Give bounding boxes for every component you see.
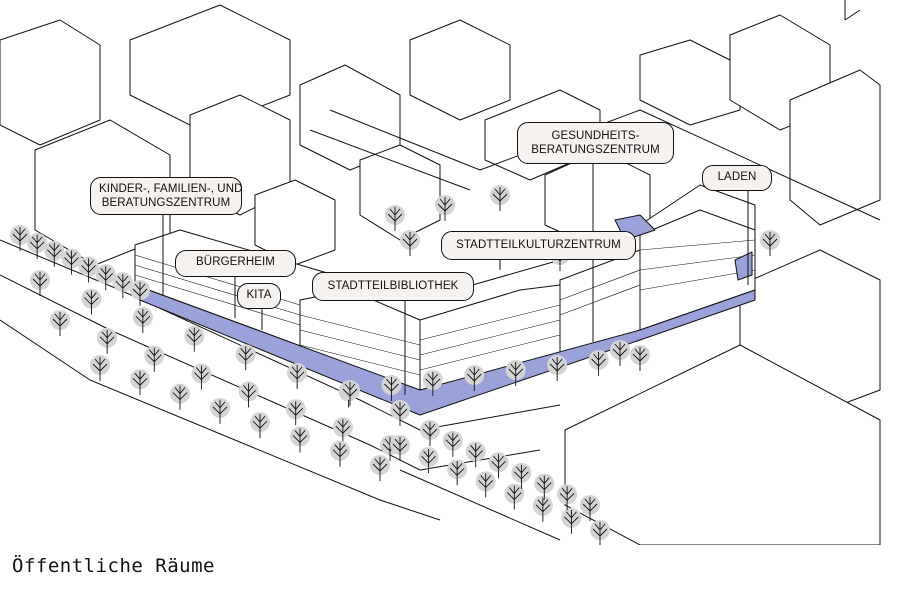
label-kita: KITA (237, 283, 281, 309)
tree-icon (547, 355, 568, 381)
label-kinder-familien-beratungszentrum: KINDER-, FAMILIEN-, UND BERATUNGSZENTRUM (90, 177, 242, 215)
tree-icon (44, 240, 65, 267)
tree-icon (97, 327, 118, 354)
tree-icon (610, 340, 630, 366)
tree-icon (210, 397, 230, 424)
tree-icon (760, 230, 780, 256)
tree-icon (630, 345, 650, 371)
label-buergerheim: BÜRGERHEIM (175, 250, 296, 277)
tree-icon (191, 363, 212, 390)
tree-icon (557, 484, 578, 511)
tree-icon (130, 369, 150, 396)
tree-icon (332, 417, 353, 444)
tree-icon (132, 307, 153, 334)
label-line: BERATUNGSZENTRUM (101, 197, 231, 209)
tree-icon (61, 248, 82, 275)
main-building-block (134, 184, 756, 391)
tree-icon (238, 381, 259, 408)
tree-icon (588, 350, 609, 376)
tree-icon (78, 256, 99, 283)
tree-icon (27, 232, 48, 259)
tree-icon (532, 495, 553, 522)
tree-icon (170, 383, 190, 410)
tree-icon (30, 270, 50, 296)
tree-icon (390, 400, 410, 426)
tree-icon (490, 185, 510, 211)
tree-icon (330, 440, 350, 467)
tree-icon (385, 205, 405, 231)
tree-icon (590, 520, 610, 545)
label-stadtteilkulturzentrum: STADTTEILKULTURZENTRUM (441, 231, 636, 260)
tree-icon (504, 483, 525, 510)
tree-icon (418, 447, 439, 474)
tree-icon (381, 375, 402, 401)
tree-icon (10, 225, 30, 251)
tree-icon (505, 360, 526, 386)
label-gesundheitsberatungszentrum: GESUNDHEITS- BERATUNGSZENTRUM (517, 122, 674, 164)
tree-icon (130, 280, 150, 306)
tree-icon (235, 344, 256, 371)
tree-icon (90, 355, 110, 381)
tree-icon (561, 507, 582, 534)
tree-icon (250, 412, 270, 439)
tree-icon (340, 380, 360, 406)
tree-icon (95, 264, 116, 291)
tree-icon (580, 495, 600, 521)
tree-icon (422, 370, 443, 396)
caption: Öffentliche Räume (12, 555, 215, 577)
tree-icon (534, 473, 555, 500)
tree-icon (442, 430, 463, 457)
tree-icon (290, 426, 310, 453)
label-line: KINDER-, FAMILIEN-, UND (99, 183, 243, 195)
tree-icon (370, 455, 390, 481)
trees (10, 185, 780, 545)
label-line: BERATUNGSZENTRUM (531, 144, 660, 156)
tree-icon (435, 195, 455, 221)
tree-icon (112, 272, 133, 299)
tree-icon (50, 310, 70, 336)
tree-icon (488, 452, 509, 479)
tree-icon (287, 362, 308, 389)
tree-icon (285, 399, 306, 426)
tree-icon (144, 345, 165, 372)
tree-icon (464, 365, 485, 391)
tree-icon (420, 420, 440, 446)
label-laden: LADEN (702, 165, 772, 191)
label-stadtteilbibliothek: STADTTEILBIBLIOTHEK (312, 272, 474, 301)
tree-icon (400, 230, 420, 256)
tree-icon (511, 462, 532, 489)
tree-icon (390, 435, 410, 461)
tree-icon (184, 325, 205, 352)
tree-icon (465, 441, 486, 468)
label-line: GESUNDHEITS- (551, 130, 640, 142)
tree-icon (475, 471, 496, 498)
tree-icon (447, 459, 468, 486)
tree-icon (81, 288, 102, 315)
leader-lines (162, 164, 749, 395)
